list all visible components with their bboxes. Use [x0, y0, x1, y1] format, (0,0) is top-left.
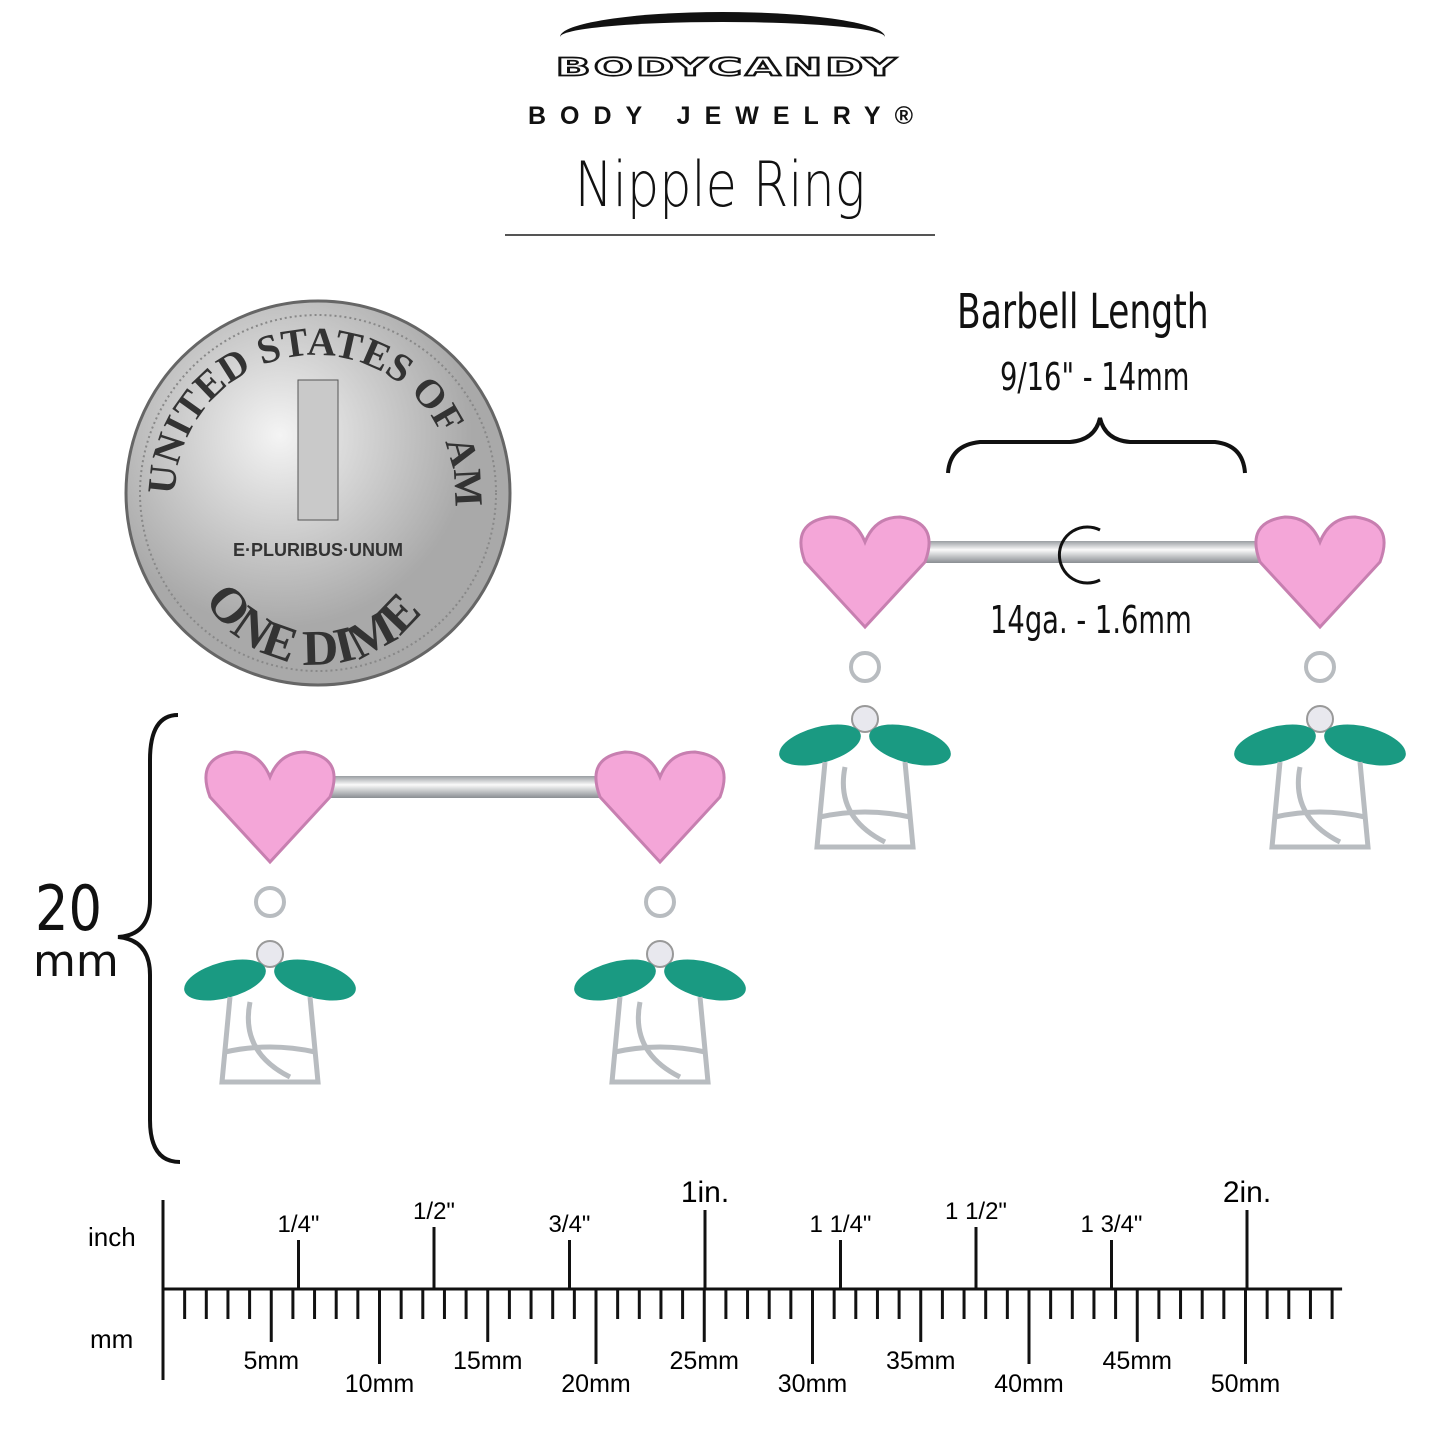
gauge-value: 14ga. - 1.6mm [990, 598, 1192, 642]
height-value: 20 [35, 872, 103, 945]
mm-label: 25mm [670, 1347, 739, 1375]
mm-label: 10mm [345, 1370, 414, 1398]
mm-label: 5mm [243, 1347, 299, 1375]
mm-label: 35mm [886, 1347, 955, 1375]
torch-icon [297, 379, 339, 521]
mm-label: 50mm [1211, 1370, 1280, 1398]
dime-coin: UNITED STATES OF AMERICA ONE DIME E·PLUR… [0, 0, 512, 687]
heart-gem [594, 750, 726, 865]
flower-dangle [1234, 651, 1406, 850]
inch-label: 2in. [1223, 1176, 1271, 1209]
barbell-brace [117, 417, 1247, 1164]
flower-dangle [184, 886, 356, 1085]
barbell-bar [875, 541, 1310, 563]
inch-label: 3/4" [549, 1211, 591, 1238]
barbell-length-value: 9/16" - 14mm [1000, 355, 1190, 399]
mm-label: 15mm [453, 1347, 522, 1375]
inch-label: 1 1/4" [810, 1211, 872, 1238]
inch-label: 1 3/4" [1081, 1211, 1143, 1238]
inch-label: 1 1/2" [945, 1198, 1007, 1225]
height-unit: mm [33, 936, 119, 987]
ruler: 5mm 10mm 15mm 20mm 25mm 30mm 35mm 40mm 45mm 50mm 1… [161, 1176, 1343, 1398]
heart-gem [799, 515, 931, 630]
heart-gem [1254, 515, 1386, 630]
ruler-mm-label: mm [90, 1324, 133, 1354]
product-title: Nipple Ring [574, 148, 866, 221]
mm-label: 20mm [561, 1370, 630, 1398]
flower-dangle [574, 886, 746, 1085]
inch-label: 1in. [681, 1176, 729, 1209]
heart-gem [204, 750, 336, 865]
mm-label: 30mm [778, 1370, 847, 1398]
barbell-length-label: Barbell Length [957, 284, 1209, 340]
mm-label: 45mm [1103, 1347, 1172, 1375]
barbell-bar [280, 776, 650, 798]
logo-arc [560, 12, 885, 62]
brand-tagline: BODY JEWELRY® [527, 102, 928, 130]
inch-label: 1/4" [278, 1211, 320, 1238]
inch-label: 1/2" [413, 1198, 455, 1225]
brand-logo: BODYCANDY [554, 51, 900, 82]
flower-dangle [779, 651, 951, 850]
mm-label: 40mm [994, 1370, 1063, 1398]
title-divider [505, 234, 935, 236]
ruler-inch-label: inch [88, 1222, 136, 1252]
coin-motto: E·PLURIBUS·UNUM [233, 540, 403, 560]
